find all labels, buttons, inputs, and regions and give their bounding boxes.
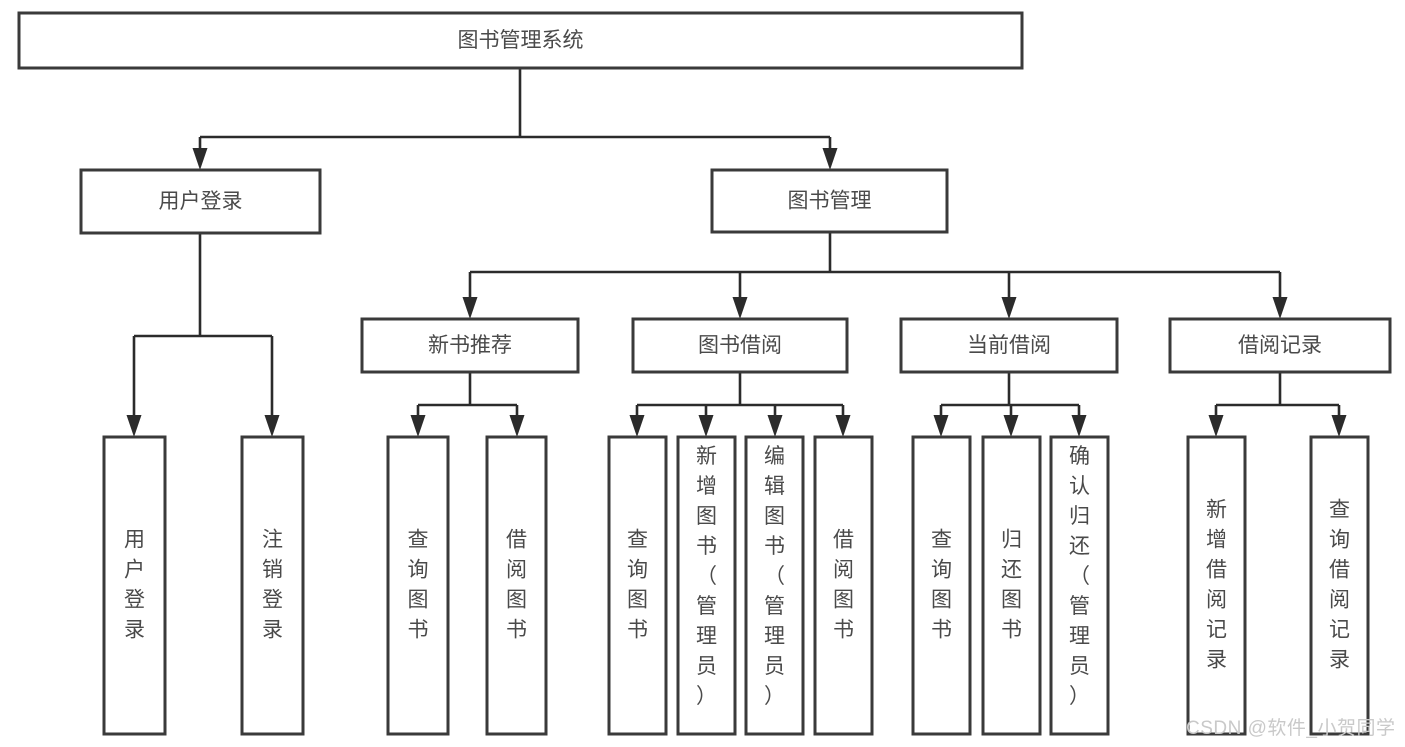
- leaf-node-leaf-edit-book[interactable]: 编辑图书（管理员）: [744, 435, 805, 736]
- csdn-watermark: CSDN @软件_小贺同学: [1186, 718, 1396, 739]
- node-label: 新书推荐: [428, 334, 512, 357]
- leaf-node-leaf-confirm-return[interactable]: 确认归还（管理员）: [1049, 435, 1110, 736]
- node-label: 用户登录: [124, 529, 145, 642]
- node-rect[interactable]: [360, 317, 580, 374]
- leaf-node-leaf-return-book[interactable]: 归还图书: [981, 435, 1042, 736]
- leaf-node-leaf-query-book-current[interactable]: 查询图书: [911, 435, 972, 736]
- node-rect[interactable]: [1186, 435, 1247, 736]
- node-label: 新增借阅记录: [1206, 499, 1227, 672]
- leaf-node-leaf-query-book-borrow[interactable]: 查询图书: [607, 435, 668, 736]
- leaf-node-leaf-user-login[interactable]: 用户登录: [102, 435, 167, 736]
- node-label: 图书管理: [788, 190, 872, 213]
- connector-layer: [126, 68, 1347, 437]
- node-label: 借阅图书: [833, 529, 854, 642]
- node-rect[interactable]: [710, 168, 949, 234]
- node-rect[interactable]: [79, 168, 322, 235]
- leaf-node-leaf-query-book-recommend[interactable]: 查询图书: [386, 435, 450, 736]
- node-label: 查询借阅记录: [1329, 499, 1350, 672]
- node-rect[interactable]: [485, 435, 548, 736]
- node-label: 借阅图书: [506, 529, 527, 642]
- node-label: 当前借阅: [967, 334, 1051, 357]
- connector-book-borrow-to-leaves: [629, 372, 851, 437]
- leaf-node-leaf-add-borrow-record[interactable]: 新增借阅记录: [1186, 435, 1247, 736]
- leaf-node-leaf-query-borrow-record[interactable]: 查询借阅记录: [1309, 435, 1370, 736]
- level2-node-borrow-record[interactable]: 借阅记录: [1168, 317, 1392, 374]
- level1-node-book-management[interactable]: 图书管理: [710, 168, 949, 234]
- node-label: 确认归还（管理员）: [1069, 445, 1090, 708]
- node-label: 查询图书: [408, 529, 429, 642]
- node-rect[interactable]: [981, 435, 1042, 736]
- connector-current-borrow-to-leaves: [933, 372, 1087, 437]
- level2-node-current-borrow[interactable]: 当前借阅: [899, 317, 1119, 374]
- leaf-node-leaf-user-logout[interactable]: 注销登录: [240, 435, 305, 736]
- node-label: 归还图书: [1001, 529, 1022, 642]
- leaf-node-leaf-borrow-book-recommend[interactable]: 借阅图书: [485, 435, 548, 736]
- node-rect[interactable]: [1168, 317, 1392, 374]
- node-rect[interactable]: [17, 11, 1024, 70]
- node-rect[interactable]: [240, 435, 305, 736]
- node-label: 图书借阅: [698, 334, 782, 357]
- node-label: 新增图书（管理员）: [696, 445, 717, 708]
- node-label: 用户登录: [159, 190, 243, 213]
- level2-node-book-borrow[interactable]: 图书借阅: [631, 317, 849, 374]
- node-rect[interactable]: [386, 435, 450, 736]
- connector-borrow-record-to-leaves: [1208, 372, 1347, 437]
- leaf-node-leaf-borrow-book[interactable]: 借阅图书: [813, 435, 874, 736]
- root-node-root[interactable]: 图书管理系统: [17, 11, 1024, 70]
- connector-book-management-to-level2: [462, 232, 1288, 319]
- node-label: 借阅记录: [1238, 334, 1322, 357]
- node-label: 查询图书: [931, 529, 952, 642]
- connector-new-book-recommend-to-leaves: [410, 372, 525, 437]
- node-label: 编辑图书（管理员）: [764, 445, 785, 708]
- node-rect[interactable]: [631, 317, 849, 374]
- node-rect[interactable]: [1309, 435, 1370, 736]
- node-rect[interactable]: [911, 435, 972, 736]
- level1-node-user-login[interactable]: 用户登录: [79, 168, 322, 235]
- node-layer: 图书管理系统用户登录图书管理新书推荐图书借阅当前借阅借阅记录用户登录注销登录查询…: [17, 11, 1392, 736]
- node-rect[interactable]: [813, 435, 874, 736]
- node-rect[interactable]: [607, 435, 668, 736]
- connector-root-to-level1: [192, 68, 838, 170]
- node-rect[interactable]: [676, 435, 737, 736]
- node-label: 查询图书: [627, 529, 648, 642]
- node-rect[interactable]: [899, 317, 1119, 374]
- node-rect[interactable]: [744, 435, 805, 736]
- connector-user-login-to-leaves: [126, 233, 280, 437]
- node-label: 注销登录: [262, 529, 283, 642]
- node-rect[interactable]: [1049, 435, 1110, 736]
- leaf-node-leaf-add-book[interactable]: 新增图书（管理员）: [676, 435, 737, 736]
- node-rect[interactable]: [102, 435, 167, 736]
- node-label: 图书管理系统: [458, 29, 584, 52]
- level2-node-new-book-recommend[interactable]: 新书推荐: [360, 317, 580, 374]
